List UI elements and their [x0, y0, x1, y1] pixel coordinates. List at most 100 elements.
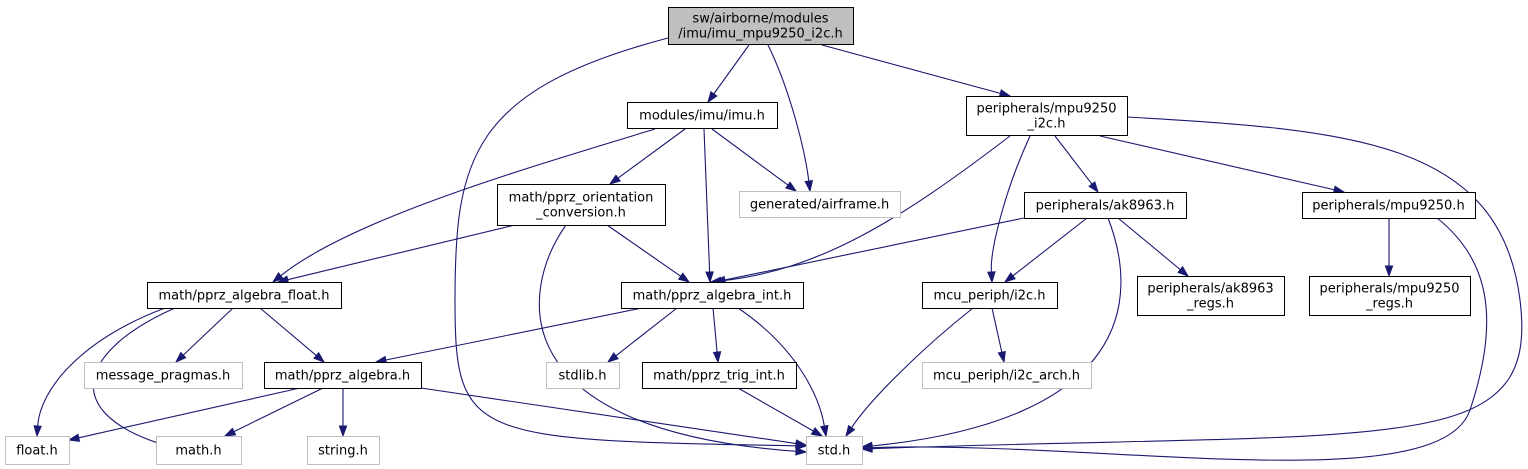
edge-alg_float-to-alg: [259, 307, 326, 363]
edge-line: [767, 44, 810, 182]
node-box[interactable]: [966, 96, 1128, 136]
edge-line: [78, 387, 301, 439]
edge-mpu_i2c-to-mpu9250: [1099, 135, 1346, 194]
edge-alg_int-to-std: [737, 307, 829, 438]
node-box: [546, 362, 620, 389]
edge-arrowhead: [1003, 272, 1016, 283]
edge-imu-to-orient: [608, 128, 686, 185]
node-box[interactable]: [621, 282, 804, 309]
node-alg_int[interactable]: math/pprz_algebra_int.h: [621, 282, 804, 309]
node-label: peripherals/ak8963: [1147, 282, 1273, 297]
node-std: std.h: [806, 436, 863, 465]
edge-line: [720, 135, 1011, 282]
node-mpu_regs[interactable]: peripherals/mpu9250_regs.h: [1309, 276, 1471, 316]
node-label: mcu_periph/i2c.h: [933, 289, 1045, 304]
edge-arrowhead: [804, 180, 814, 193]
edge-imu-to-alg_float: [271, 128, 656, 283]
node-box[interactable]: [1309, 276, 1471, 316]
edge-trig-to-std: [737, 387, 824, 437]
node-box[interactable]: [627, 102, 778, 129]
node-i2c[interactable]: mcu_periph/i2c.h: [922, 282, 1058, 309]
edge-arrowhead: [174, 351, 187, 364]
node-label: peripherals/ak8963.h: [1036, 199, 1175, 214]
edge-line: [617, 128, 686, 179]
node-orient[interactable]: math/pprz_orientation_conversion.h: [497, 184, 666, 226]
edge-arrowhead: [67, 433, 81, 442]
node-box[interactable]: [147, 282, 342, 309]
edge-orient-to-alg_int: [606, 224, 691, 283]
node-layer: sw/airborne/modules/imu/imu_mpu9250_i2c.…: [5, 7, 1476, 465]
edge-line: [287, 224, 516, 281]
node-ak8963[interactable]: peripherals/ak8963.h: [1024, 192, 1187, 219]
node-root[interactable]: sw/airborne/modules/imu/imu_mpu9250_i2c.…: [668, 7, 854, 45]
edge-line: [713, 44, 750, 95]
edge-arrowhead: [223, 427, 237, 437]
node-trig[interactable]: math/pprz_trig_int.h: [642, 362, 797, 389]
node-label: _regs.h: [1186, 297, 1234, 312]
node-label: generated/airframe.h: [750, 198, 889, 213]
node-label: /imu/imu_mpu9250_i2c.h: [678, 27, 842, 42]
node-box: [156, 436, 242, 465]
node-alg[interactable]: math/pprz_algebra.h: [264, 362, 422, 389]
node-box[interactable]: [497, 184, 666, 226]
edge-i2c-to-i2c_arch: [991, 307, 1006, 364]
node-alg_float[interactable]: math/pprz_algebra_float.h: [147, 282, 342, 309]
edge-line: [233, 387, 324, 433]
node-box[interactable]: [1024, 192, 1187, 219]
node-ak_regs[interactable]: peripherals/ak8963_regs.h: [1137, 276, 1285, 316]
node-imu[interactable]: modules/imu/imu.h: [627, 102, 778, 129]
edge-mpu9250-to-mpu_regs: [1384, 218, 1394, 278]
edge-line: [851, 307, 974, 428]
edge-orient-to-std: [538, 224, 808, 456]
node-box[interactable]: [1302, 192, 1476, 219]
edge-line: [991, 307, 1003, 353]
node-label: std.h: [818, 444, 851, 459]
node-box: [84, 362, 243, 389]
node-box: [739, 191, 901, 218]
edge-line: [1099, 135, 1335, 191]
node-box[interactable]: [922, 282, 1058, 309]
edge-arrowhead: [608, 174, 622, 185]
edge-arrowhead: [987, 271, 996, 284]
edge-root-to-imu: [707, 44, 750, 104]
node-label: peripherals/mpu9250: [976, 102, 1116, 117]
node-label: modules/imu/imu.h: [639, 109, 765, 124]
edge-line: [821, 44, 1001, 94]
edge-arrowhead: [860, 443, 873, 452]
edge-arrowhead: [313, 351, 326, 363]
node-label: math/pprz_orientation: [509, 191, 654, 206]
node-label: _i2c.h: [1027, 117, 1066, 132]
edge-alg_float-to-msg: [174, 307, 234, 364]
node-label: message_pragmas.h: [96, 369, 231, 384]
node-box[interactable]: [264, 362, 422, 389]
node-mpu_i2c[interactable]: peripherals/mpu9250_i2c.h: [966, 96, 1128, 136]
edge-arrowhead: [1384, 265, 1394, 278]
edge-line: [280, 128, 656, 277]
node-box[interactable]: [642, 362, 797, 389]
node-label: mcu_periph/i2c_arch.h: [933, 369, 1080, 384]
edge-i2c-to-std: [845, 307, 974, 438]
node-label: peripherals/mpu9250.h: [1312, 199, 1464, 214]
edge-line: [606, 224, 682, 277]
node-box: [5, 436, 70, 465]
edge-line: [1012, 217, 1088, 277]
edge-line: [990, 135, 1031, 273]
node-box[interactable]: [668, 7, 854, 45]
edge-imu-to-alg_int: [703, 128, 714, 284]
edge-alg_int-to-stdlib: [606, 307, 678, 363]
edge-ak8963-to-std: [860, 217, 1122, 451]
node-label: _regs.h: [1365, 297, 1413, 312]
node-airframe: generated/airframe.h: [739, 191, 901, 218]
edge-root-to-mpu_i2c: [821, 44, 1012, 98]
edge-line: [420, 387, 797, 445]
edge-line: [871, 217, 1122, 447]
edge-arrowhead: [784, 181, 798, 192]
edge-alg-to-string: [338, 388, 348, 438]
edge-alg-to-std: [420, 387, 808, 448]
edge-arrowhead: [33, 425, 42, 438]
edge-arrowhead: [998, 89, 1012, 98]
node-box[interactable]: [1137, 276, 1285, 316]
node-mpu9250[interactable]: peripherals/mpu9250.h: [1302, 192, 1476, 219]
edge-mpu9250-to-std: [860, 217, 1488, 461]
node-i2c_arch: mcu_periph/i2c_arch.h: [922, 362, 1092, 389]
